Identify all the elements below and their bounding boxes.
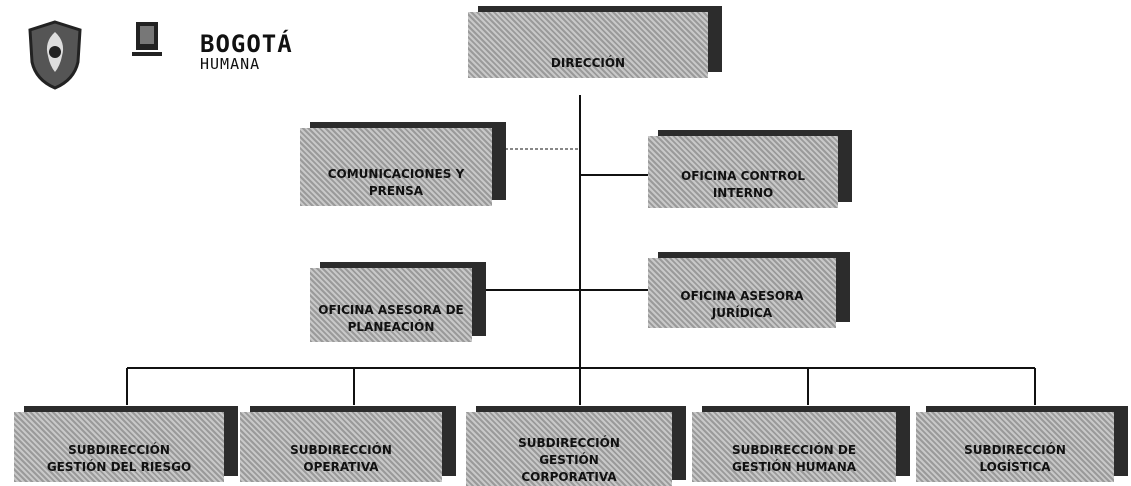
node-label: COMUNICACIONES Y PRENSA	[327, 167, 465, 198]
node-label: SUBDIRECCIÓN DE GESTIÓN HUMANA	[731, 443, 857, 474]
node-label: SUBDIRECCIÓN GESTIÓN CORPORATIVA	[518, 436, 620, 484]
node-label: OFICINA ASESORA JURÍDICA	[680, 289, 804, 320]
node-label: DIRECCIÓN	[550, 56, 626, 70]
bogota-crest-icon	[112, 20, 182, 92]
node-subdireccion-gestion-humana: SUBDIRECCIÓN DE GESTIÓN HUMANA	[692, 406, 910, 482]
node-subdireccion-logistica: SUBDIRECCIÓN LOGÍSTICA	[916, 406, 1128, 482]
node-subdireccion-operativa: SUBDIRECCIÓN OPERATIVA	[240, 406, 456, 482]
node-label: SUBDIRECCIÓN LOGÍSTICA	[964, 443, 1066, 474]
bogota-humana-logo: BOGOTÁ HUMANA	[200, 30, 293, 73]
logo-line-2: HUMANA	[200, 55, 261, 73]
node-label: OFICINA ASESORA DE PLANEACIÓN	[318, 303, 464, 334]
node-comunicaciones-prensa: COMUNICACIONES Y PRENSA	[300, 122, 506, 206]
node-subdireccion-gestion-corporativa: SUBDIRECCIÓN GESTIÓN CORPORATIVA	[466, 406, 686, 486]
node-oficina-control-interno: OFICINA CONTROL INTERNO	[648, 130, 852, 208]
node-direccion: DIRECCIÓN	[468, 6, 722, 78]
node-oficina-asesora-juridica: OFICINA ASESORA JURÍDICA	[648, 252, 850, 328]
logo-line-1: BOGOTÁ	[200, 30, 293, 58]
bomberos-shield-icon	[28, 20, 82, 90]
node-label: SUBDIRECCIÓN GESTIÓN DEL RIESGO	[46, 443, 192, 474]
node-label: SUBDIRECCIÓN OPERATIVA	[290, 443, 392, 474]
logos-header: BOGOTÁ HUMANA	[14, 14, 292, 94]
node-oficina-asesora-planeacion: OFICINA ASESORA DE PLANEACIÓN	[310, 262, 486, 342]
node-label: OFICINA CONTROL INTERNO	[681, 169, 805, 200]
node-subdireccion-gestion-riesgo: SUBDIRECCIÓN GESTIÓN DEL RIESGO	[14, 406, 238, 482]
